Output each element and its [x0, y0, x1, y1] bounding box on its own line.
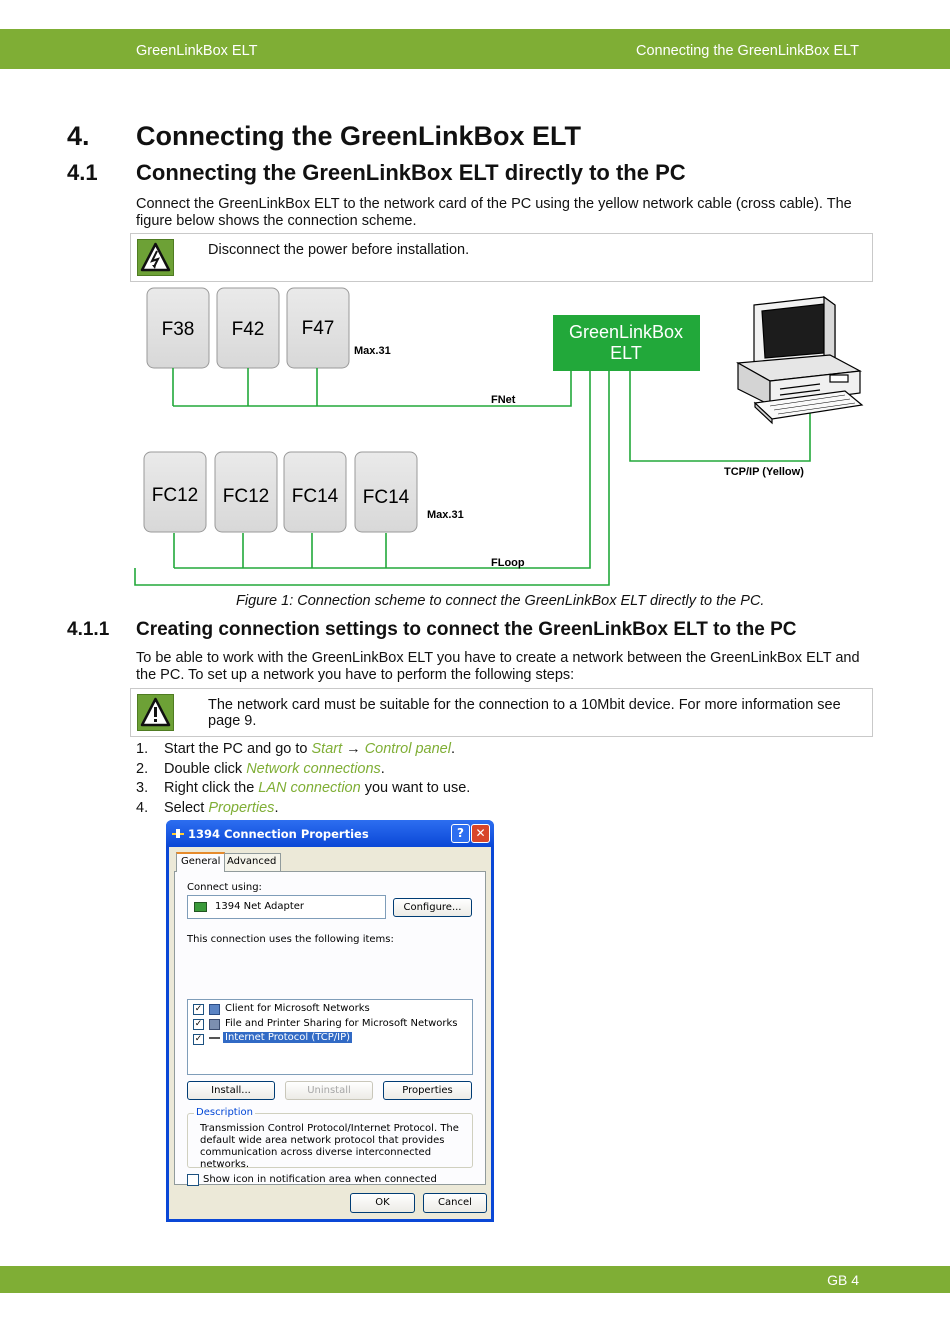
fnet-devices: F38 F42 F47 Max.31 [146, 287, 391, 369]
ok-button[interactable]: OK [350, 1193, 415, 1213]
uninstall-button[interactable]: Uninstall [285, 1081, 373, 1100]
menu-reference: Control panel [364, 741, 451, 757]
subsection-number: 4.1 [67, 160, 98, 185]
subsection-title: Connecting the GreenLinkBox ELT directly… [136, 160, 686, 185]
device-label: FC12 [152, 485, 198, 506]
greenlinkbox-label: ELT [610, 343, 642, 363]
fnet-label: FNet [491, 394, 516, 406]
warning-triangle-icon [137, 694, 174, 731]
list-item-label: Client for Microsoft Networks [225, 1003, 370, 1014]
network-connection-icon [172, 829, 184, 838]
pc-computer-icon [736, 295, 864, 425]
step-text: Right click the [164, 780, 259, 797]
general-tab-panel: Connect using: 1394 Net Adapter Configur… [174, 871, 486, 1186]
description-group: Description Transmission Control Protoco… [187, 1107, 473, 1170]
configure-button[interactable]: Configure... [393, 898, 472, 917]
step-text: Start the PC and go to [164, 741, 312, 757]
subsubsection-title: Creating connection settings to connect … [136, 619, 797, 640]
step-number: 4. [136, 800, 149, 817]
step-text: you want to use. [360, 780, 471, 797]
tab-general[interactable]: General [176, 852, 226, 872]
description-legend: Description [194, 1107, 255, 1118]
arrow-glyph: → [342, 741, 365, 757]
device-label: F38 [162, 319, 195, 340]
step-number: 1. [136, 741, 149, 757]
tab-advanced[interactable]: Advanced [222, 853, 282, 871]
figure-caption: Figure 1: Connection scheme to connect t… [236, 593, 765, 609]
client-icon [209, 1004, 220, 1015]
dialog-body: General Advanced Connect using: 1394 Net… [169, 847, 491, 1219]
menu-reference: Start [311, 741, 343, 757]
device-label: FC14 [363, 487, 410, 508]
close-button[interactable]: ✕ [471, 824, 490, 843]
intro-paragraph: Connect the GreenLinkBox ELT to the netw… [136, 196, 852, 229]
page-number: GB 4 [827, 1272, 859, 1288]
connect-using-label: Connect using: [187, 882, 262, 893]
menu-reference: Properties [208, 800, 275, 817]
greenlinkbox-label: GreenLinkBox [569, 322, 683, 342]
checkbox[interactable]: ✓ [193, 1034, 204, 1045]
step-text: . [274, 800, 279, 817]
warning-note-power: Disconnect the power before installation… [130, 233, 873, 282]
show-icon-checkbox[interactable] [187, 1174, 199, 1186]
cancel-button[interactable]: Cancel [423, 1193, 487, 1213]
header-right-text: Connecting the GreenLinkBox ELT [635, 43, 859, 59]
components-list[interactable]: ✓ Client for Microsoft Networks ✓ File a… [187, 999, 473, 1075]
device-label: F47 [302, 318, 335, 339]
electrical-hazard-icon [137, 239, 174, 276]
adapter-icon [194, 902, 207, 912]
menu-reference: LAN connection [258, 780, 361, 797]
connection-diagram: F38 F42 F47 Max.31 FNet FLoop TCP/IP (Ye… [130, 283, 875, 593]
menu-reference: Network connections [246, 760, 381, 777]
checkbox[interactable]: ✓ [193, 1019, 204, 1030]
subsubsection-number: 4.1.1 [67, 619, 110, 640]
header-left-text: GreenLinkBox ELT [136, 43, 258, 59]
dialog-titlebar: 1394 Connection Properties ? ✕ [166, 820, 494, 847]
header-bar: GreenLinkBox ELT Connecting the GreenLin… [0, 29, 950, 69]
intro2-paragraph: To be able to work with the GreenLinkBox… [136, 650, 860, 683]
help-button[interactable]: ? [451, 824, 470, 843]
install-button[interactable]: Install... [187, 1081, 275, 1100]
list-item-label: Internet Protocol (TCP/IP) [223, 1032, 353, 1043]
device-label: FC12 [223, 486, 269, 507]
device-label: FC14 [292, 486, 339, 507]
step-text: . [380, 760, 385, 777]
note-text: Disconnect the power before installation… [208, 242, 470, 258]
warning-note-network-card: The network card must be suitable for th… [130, 688, 873, 737]
printer-sharing-icon [209, 1019, 220, 1030]
checkbox[interactable]: ✓ [193, 1004, 204, 1015]
step-number: 2. [136, 760, 149, 777]
device-label: F42 [232, 319, 265, 340]
footer-bar: GB 4 [0, 1266, 950, 1293]
tcpip-label: TCP/IP (Yellow) [724, 466, 804, 478]
dialog-title: 1394 Connection Properties [188, 827, 369, 841]
connection-properties-dialog: 1394 Connection Properties ? ✕ General A… [166, 820, 494, 1222]
items-label: This connection uses the following items… [187, 934, 394, 945]
step-number: 3. [136, 780, 149, 797]
show-icon-label: Show icon in notification area when conn… [203, 1174, 437, 1185]
max-label-bottom: Max.31 [427, 509, 464, 521]
list-item-label: File and Printer Sharing for Microsoft N… [225, 1018, 458, 1029]
step-text: Select [164, 800, 209, 817]
protocol-icon [209, 1037, 220, 1042]
note-text: The network card must be suitable for th… [208, 697, 841, 729]
section-number: 4. [67, 121, 90, 151]
properties-button[interactable]: Properties [383, 1081, 472, 1100]
adapter-name: 1394 Net Adapter [215, 901, 305, 912]
floop-devices: FC12 FC12 FC14 FC14 Max.31 [143, 451, 464, 533]
step-text: . [450, 741, 455, 757]
greenlinkbox-block [553, 315, 700, 371]
description-text: Transmission Control Protocol/Internet P… [200, 1123, 459, 1170]
floop-label: FLoop [491, 557, 525, 569]
section-title: Connecting the GreenLinkBox ELT [136, 121, 582, 151]
max-label-top: Max.31 [354, 345, 391, 357]
step-text: Double click [164, 760, 247, 777]
adapter-field: 1394 Net Adapter [187, 895, 386, 919]
